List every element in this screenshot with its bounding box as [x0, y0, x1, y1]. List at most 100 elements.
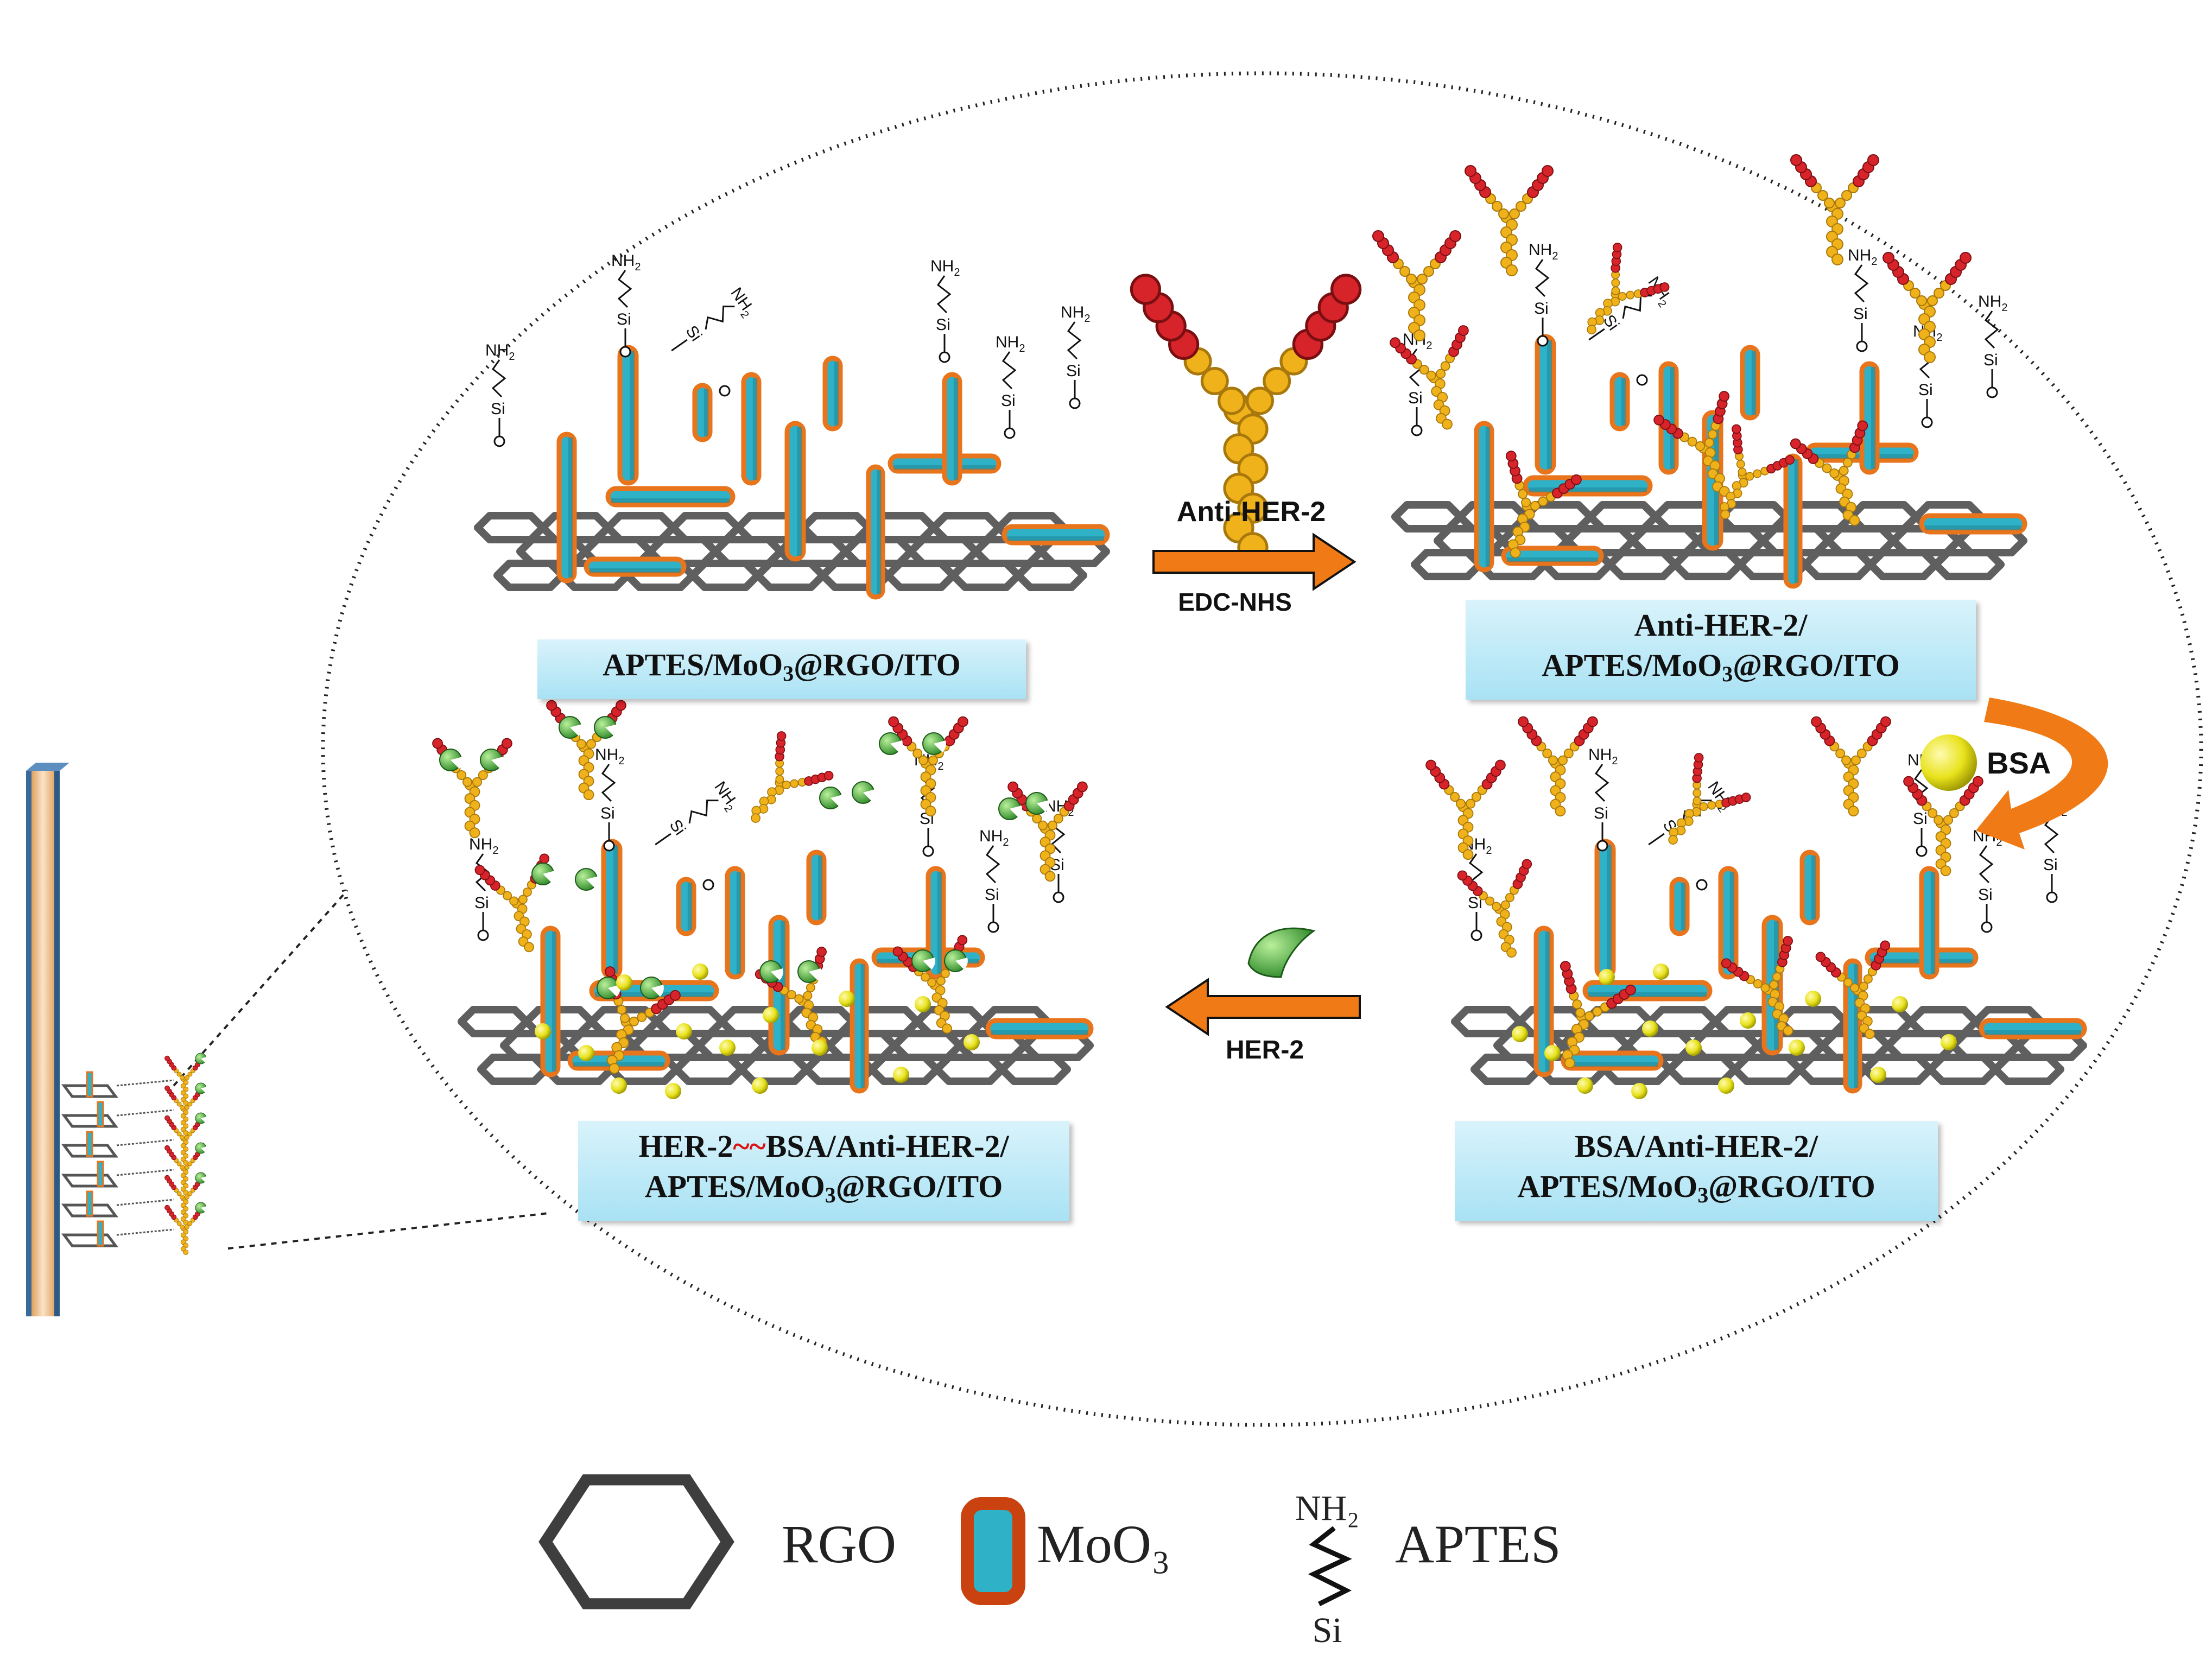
mini-moo3 — [97, 1220, 104, 1247]
her2-antigen — [439, 749, 463, 771]
aptes-oxygen — [1921, 416, 1933, 428]
aptes-oxygen — [2046, 891, 2058, 903]
moo3-rod-shade — [552, 931, 557, 1072]
aptes-chain — [2044, 815, 2059, 854]
antibody-fab-bead — [1330, 274, 1362, 305]
antibody-fc-bead — [1924, 351, 1936, 363]
antibody-icon — [888, 716, 968, 817]
antibody-fab-bead — [1659, 282, 1670, 292]
antibody-hinge-bead — [576, 739, 586, 749]
antibody-hinge-bead — [187, 1221, 193, 1226]
antibody-fab-bead — [957, 935, 968, 946]
antibody-fab-bead — [1457, 325, 1469, 336]
mini-linker — [116, 1199, 174, 1206]
antibody-hinge-bead — [176, 1191, 182, 1196]
aptes-bond — [1588, 328, 1605, 341]
mini-moo3 — [97, 1101, 104, 1127]
moo3-rod-shade — [752, 378, 758, 480]
moo3-rod-shade — [953, 378, 959, 480]
mini-linker — [116, 1228, 174, 1236]
rgo-hexagon — [1606, 549, 1679, 580]
legend-rgo-hexagon-icon — [538, 1474, 734, 1609]
aptes-si-label: Si — [1913, 810, 1928, 828]
aptes-chain — [491, 359, 506, 398]
antibody-hinge-bead — [1695, 441, 1706, 451]
bsa-bead — [1805, 991, 1821, 1007]
aptes-oxygen — [1537, 335, 1549, 347]
mini-rgo-strip — [61, 1233, 118, 1247]
moo3-rod — [1669, 877, 1690, 936]
antibody-hinge-bead — [1521, 497, 1531, 508]
antibody-fc-bead — [1044, 871, 1056, 882]
antibody-fc-bead — [183, 1250, 189, 1256]
moo3-rod — [692, 383, 713, 442]
antibody-hinge-bead — [806, 983, 815, 993]
bsa-bead — [1789, 1040, 1805, 1056]
rgo-hexagon — [1926, 1054, 1999, 1085]
antibody-fab-bead — [1973, 776, 1983, 787]
bsa-bead — [1740, 1012, 1756, 1029]
rgo-hexagon — [933, 1054, 1006, 1085]
moo3-rod-shade — [1925, 525, 2021, 530]
antibody-hinge-bead — [1769, 980, 1779, 990]
aptes-oxygen — [1069, 397, 1081, 409]
antibody-hinge-bead — [1611, 286, 1620, 295]
electrode-mini-surface — [61, 1053, 207, 1256]
moo3-rod-shade — [1794, 459, 1799, 583]
rgo-hexagon — [1731, 1054, 1804, 1085]
aptes-chain — [688, 800, 719, 824]
antibody-fab-bead — [1790, 438, 1801, 449]
bsa-bead — [719, 1040, 736, 1056]
her2-notch — [1010, 806, 1022, 817]
antibody-hinge-bead — [1841, 755, 1851, 765]
aptes-chain — [1984, 310, 1999, 349]
moo3-rod — [1501, 546, 1604, 566]
antibody-fc-bead — [1831, 253, 1843, 265]
antibody-fc-bead — [1849, 515, 1860, 526]
moo3-rod — [741, 372, 762, 486]
aptes-si-label: Si — [600, 804, 615, 822]
antibody-fc-bead — [524, 942, 534, 953]
antibody-fc-bead — [925, 806, 936, 817]
antibody-fc-bead — [1587, 325, 1596, 334]
bsa-bead — [1642, 1021, 1658, 1037]
moo3-rod-shade — [1507, 557, 1598, 562]
aptes-si-label: Si — [617, 310, 631, 328]
aptes-chain — [1854, 264, 1869, 303]
her2-notch — [890, 740, 903, 752]
mini-linker — [116, 1139, 174, 1146]
antibody-hinge-bead — [185, 1194, 190, 1200]
antibody-hinge-bead — [1436, 369, 1446, 379]
moo3-rod-shade — [736, 872, 741, 974]
moo3-rod-shade — [781, 921, 785, 1050]
aptes-nh2-label: NH2 — [1529, 241, 1558, 262]
antibody-fab-bead — [669, 990, 681, 1001]
moo3-rod-shade — [937, 872, 942, 974]
antibody-hinge-bead — [1406, 274, 1417, 284]
antibody-icon — [1390, 325, 1469, 430]
antibody-hinge-bead — [1707, 801, 1716, 810]
her2-notch — [934, 740, 946, 752]
aptes-oxygen — [1856, 340, 1868, 352]
aptes-si-label: Si — [1594, 804, 1608, 822]
antibody-fab-bead — [1522, 859, 1532, 870]
antibody-hinge-bead — [1927, 295, 1938, 306]
antibody-hinge-bead — [1626, 290, 1635, 300]
aptes-oxygen — [1916, 845, 1928, 857]
antibody-fab-bead — [604, 966, 616, 977]
antibody-icon — [164, 1055, 205, 1106]
antibody-fab-bead — [1880, 716, 1891, 727]
antibody-hinge-bead — [1772, 972, 1782, 982]
antibody-hinge-bead — [1693, 788, 1702, 797]
bsa-icon — [1921, 734, 1977, 791]
antibody-icon — [1653, 391, 1730, 497]
legend-moo3-label: MoO₃ — [1037, 1514, 1170, 1574]
antibody-hinge-bead — [1618, 291, 1627, 301]
bsa-bead — [535, 1023, 551, 1040]
